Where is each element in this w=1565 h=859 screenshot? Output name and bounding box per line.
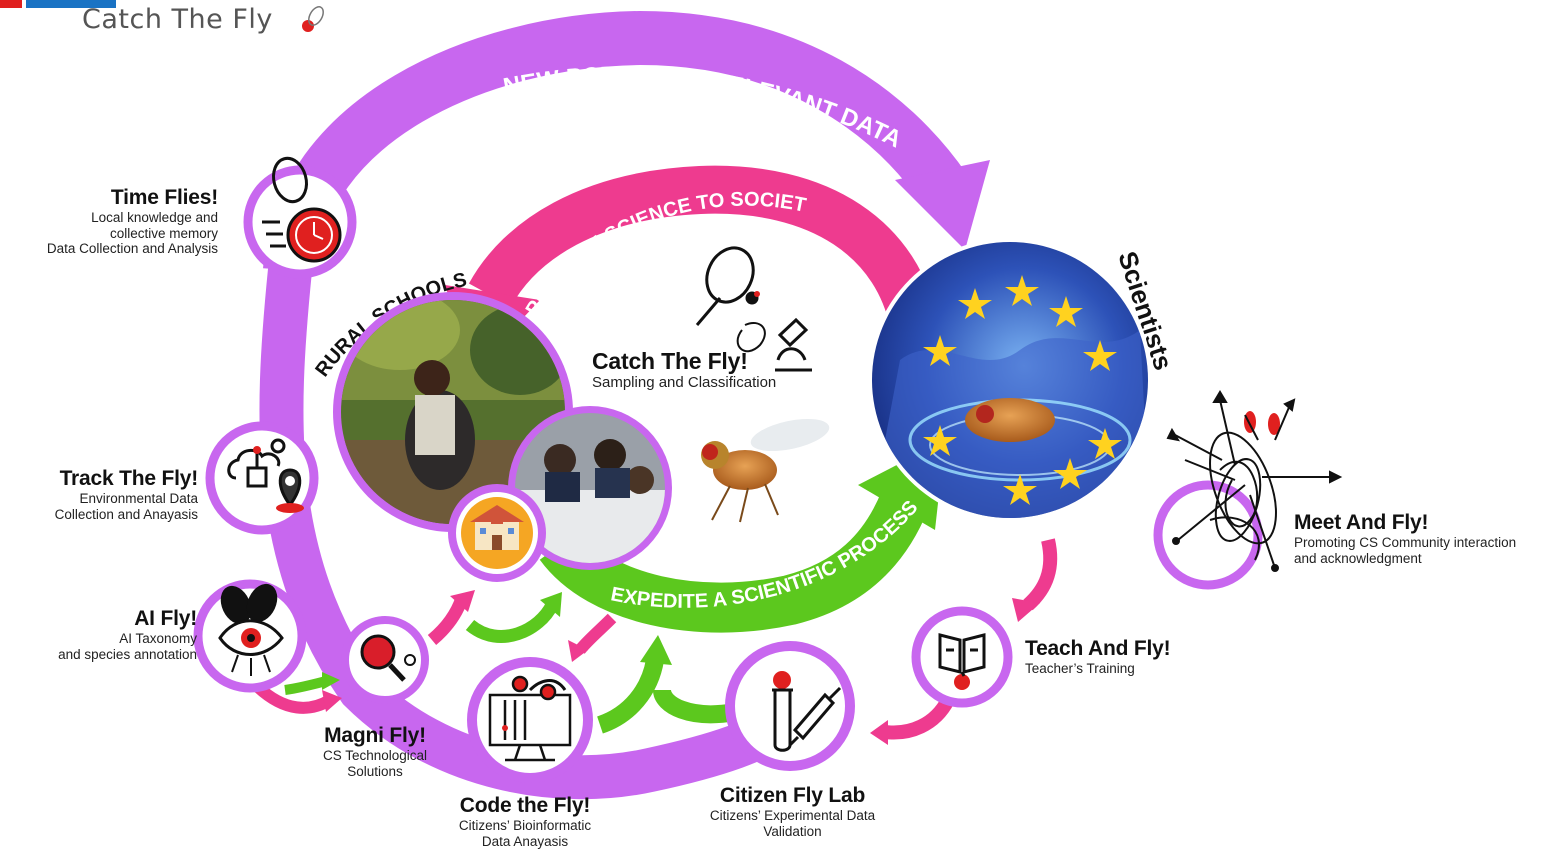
logo-mark (0, 0, 116, 8)
ai-fly-title: AI Fly! (134, 607, 197, 630)
fruit-fly-photo (701, 418, 830, 523)
magnifier-icon (360, 634, 416, 682)
outer-arrow-head (895, 160, 990, 250)
magni-fly-title: Magni Fly! (324, 724, 426, 747)
teach-and-fly-title: Teach And Fly! (1025, 637, 1171, 660)
meet-and-fly-node[interactable] (1153, 390, 1343, 590)
track-the-fly-title: Track The Fly! (59, 467, 199, 490)
track-the-fly-sub2: Collection and Anayasis (54, 506, 198, 522)
citizen-fly-lab-title: Citizen Fly Lab (719, 784, 866, 807)
weather-location-icon (227, 438, 304, 513)
fly-network-icon (1166, 390, 1343, 572)
magni-fly-sub1: CS Technological (322, 748, 428, 764)
ai-fly-sub1: AI Taxonomy (119, 631, 197, 647)
eu-stars (923, 275, 1122, 505)
citizen-fly-lab-label: Citizen Fly Lab Citizens’ Experimental D… (680, 784, 905, 839)
code-the-fly-label: Code the Fly! Citizens’ Bioinformatic Da… (425, 794, 625, 849)
citizen-fly-lab-sub2: Validation (763, 823, 822, 839)
ai-fly-sub2: and species annotation (58, 646, 197, 662)
magni-fly-sub2: Solutions (347, 763, 403, 779)
meet-and-fly-label: Meet And Fly! Promoting CS Community int… (1294, 511, 1516, 566)
stopwatch-icon (262, 156, 342, 263)
track-the-fly-node[interactable] (205, 421, 319, 535)
europe-photo (868, 238, 1152, 522)
ai-fly-node[interactable] (193, 579, 307, 693)
logo-fly-icon (302, 6, 324, 32)
net-microscope-icon (695, 246, 812, 372)
meet-and-fly-title: Meet And Fly! (1294, 511, 1429, 534)
time-flies-title: Time Flies! (110, 186, 218, 209)
meet-and-fly-sub1: Promoting CS Community interaction (1294, 535, 1517, 551)
small-arrows (253, 538, 1058, 745)
teach-and-fly-sub1: Teacher’s Training (1025, 661, 1135, 677)
magni-fly-node[interactable] (341, 616, 429, 704)
catch-the-fly-sub1: Sampling and Classification (592, 374, 777, 392)
ai-fly-eye-icon (218, 583, 284, 676)
computer-dna-icon (488, 675, 572, 762)
teach-and-fly-node[interactable] (911, 606, 1013, 708)
time-flies-sub2: collective memory (109, 225, 218, 241)
time-flies-label: Time Flies! Local knowledge and collecti… (47, 186, 218, 257)
track-the-fly-sub1: Environmental Data (79, 491, 198, 507)
teach-and-fly-label: Teach And Fly! Teacher’s Training (1025, 637, 1171, 677)
code-the-fly-sub1: Citizens’ Bioinformatic (458, 818, 592, 834)
code-the-fly-title: Code the Fly! (459, 794, 591, 817)
ai-fly-label: AI Fly! AI Taxonomy and species annotati… (58, 607, 197, 662)
time-flies-sub1: Local knowledge and (91, 210, 218, 226)
meet-and-fly-sub2: and acknowledgment (1294, 550, 1422, 566)
catch-the-fly-label: Catch The Fly! Sampling and Classificati… (592, 348, 776, 392)
time-flies-sub3: Data Collection and Analysis (46, 241, 218, 257)
citizen-fly-lab-sub1: Citizens’ Experimental Data (709, 808, 876, 824)
teacher-book-icon (938, 633, 986, 690)
citizen-fly-lab-node[interactable] (725, 641, 855, 771)
code-the-fly-sub2: Data Anayasis (481, 833, 569, 849)
pipette-icon (772, 671, 842, 752)
students-photo (508, 406, 672, 570)
logo-subtitle: Catch The Fly (82, 4, 273, 35)
track-the-fly-label: Track The Fly! Environmental Data Collec… (54, 467, 199, 522)
logo: Catch The Fly (0, 0, 330, 50)
catch-the-fly-title: Catch The Fly! (592, 348, 748, 374)
magni-fly-label: Magni Fly! CS Technological Solutions (300, 724, 450, 779)
time-flies-node[interactable] (243, 155, 357, 279)
school-building-icon (448, 484, 546, 582)
code-the-fly-node[interactable] (467, 657, 593, 783)
